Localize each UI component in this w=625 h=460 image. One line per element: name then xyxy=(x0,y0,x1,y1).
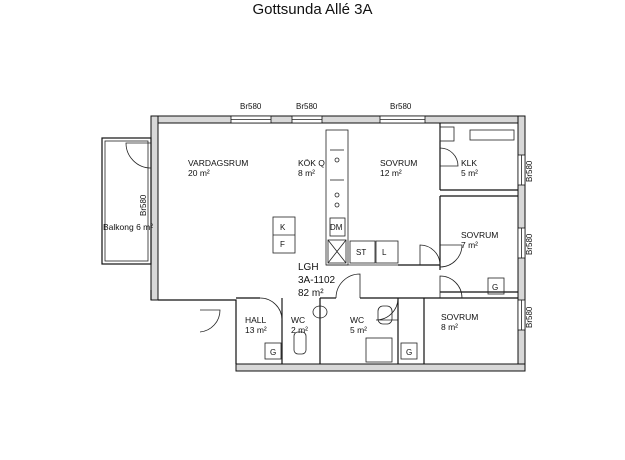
room-name-sovrum-3: SOVRUM xyxy=(441,312,478,322)
g-boxes xyxy=(264,277,505,360)
room-name-balkong: Balkong 6 m² xyxy=(103,222,153,232)
window-label: Br580 xyxy=(525,306,534,328)
room-area-sovrum-2: 7 m² xyxy=(461,240,478,250)
window-label: Br580 xyxy=(240,102,262,111)
apartment-number: 3A-1102 xyxy=(298,275,336,286)
room-name-sovrum-2: SOVRUM xyxy=(461,230,498,240)
room-area-kok: 8 m² xyxy=(298,168,315,178)
window-label: Br580 xyxy=(525,233,534,255)
room-name-vardagsrum: VARDAGSRUM xyxy=(188,158,248,168)
windows-top xyxy=(230,115,426,124)
window-label: Br580 xyxy=(390,102,412,111)
room-name-wc-2: WC xyxy=(350,315,364,325)
window-label: Br580 xyxy=(296,102,318,111)
apartment-area: 82 m² xyxy=(298,288,324,299)
g-label: G xyxy=(406,348,412,357)
appliance-stack xyxy=(272,216,296,254)
closet-label: L xyxy=(382,248,387,257)
window-label: Br580 xyxy=(139,194,148,216)
freezer-label: F xyxy=(280,240,285,249)
plan-title: Gottsunda Allé 3A xyxy=(252,1,373,18)
balcony xyxy=(101,137,152,265)
window-label: Br580 xyxy=(525,160,534,182)
g-label: G xyxy=(270,348,276,357)
room-name-kok: KÖK Q xyxy=(298,158,325,168)
doors xyxy=(199,147,463,333)
laundry-label: ST xyxy=(356,248,366,257)
room-area-wc-1: 2 m² xyxy=(291,325,308,335)
interior-walls xyxy=(236,123,518,364)
room-area-wc-2: 5 m² xyxy=(350,325,367,335)
bathroom-fixtures xyxy=(293,126,515,363)
room-area-hall: 13 m² xyxy=(245,325,267,335)
room-name-wc-1: WC xyxy=(291,315,305,325)
room-area-sovrum-3: 8 m² xyxy=(441,322,458,332)
room-area-vardagsrum: 20 m² xyxy=(188,168,210,178)
room-area-klk: 5 m² xyxy=(461,168,478,178)
fridge-label: K xyxy=(280,223,286,232)
kitchen-counter xyxy=(325,129,399,266)
dishwasher-label: DM xyxy=(330,223,343,232)
room-name-klk: KLK xyxy=(461,158,477,168)
apartment-label: LGH xyxy=(298,262,319,273)
g-label: G xyxy=(492,283,498,292)
room-area-sovrum-1: 12 m² xyxy=(380,168,402,178)
room-name-hall: HALL xyxy=(245,315,267,325)
room-name-sovrum-1: SOVRUM xyxy=(380,158,417,168)
windows-right xyxy=(517,154,526,331)
